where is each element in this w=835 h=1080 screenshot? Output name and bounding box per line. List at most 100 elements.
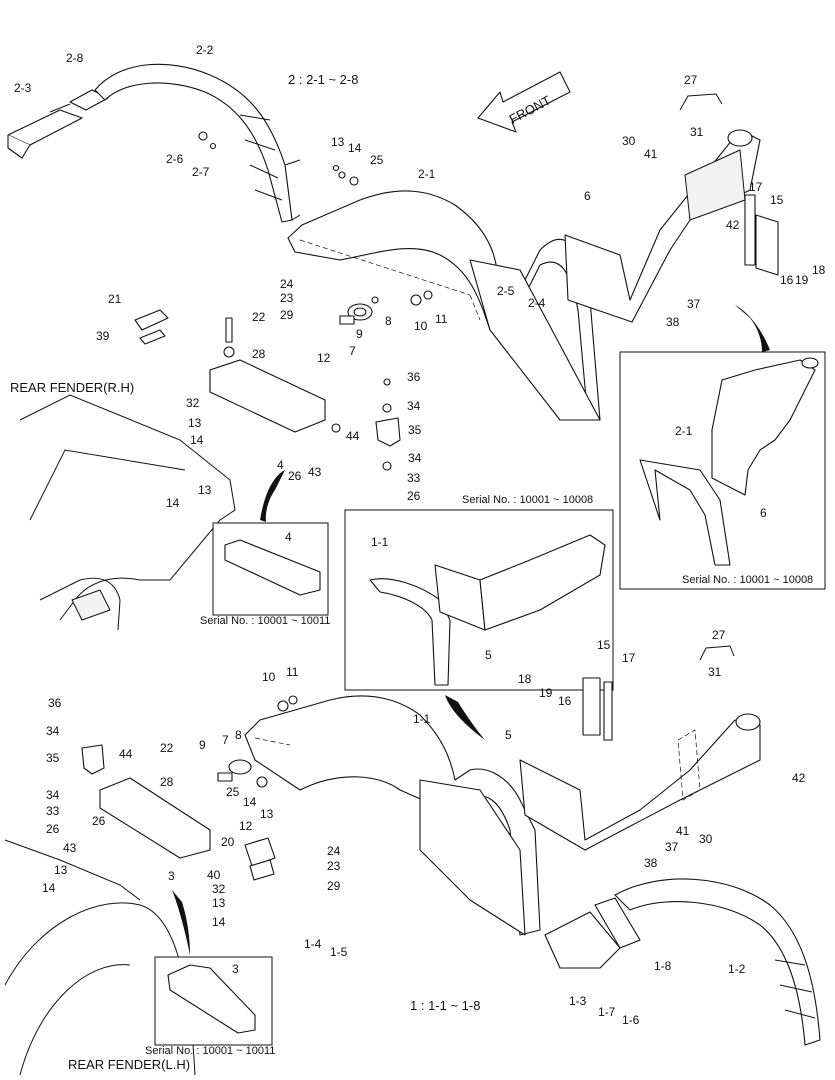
callout-label: 10	[414, 319, 428, 333]
callout-label: 13	[260, 807, 274, 821]
callout-label: 9	[356, 327, 363, 341]
serial-note-4: Serial No. : 10001 ~ 10011	[200, 615, 330, 627]
part-27-hook	[679, 93, 723, 111]
callout-label: 13	[212, 896, 226, 910]
callout-label: 19	[539, 686, 553, 700]
callout-label: 10	[262, 670, 276, 684]
part-3-bracket	[99, 777, 211, 859]
inset-4-drawing	[224, 539, 321, 596]
group-note-top: 2 : 2-1 ~ 2-8	[288, 72, 358, 87]
part-1-2-fender-extension	[614, 878, 821, 1046]
callout-label: 39	[96, 329, 110, 343]
callout-label: 2-7	[192, 165, 210, 179]
callout-label: 8	[235, 728, 242, 742]
callout-label: 9	[199, 738, 206, 752]
callout-label: 18	[812, 263, 826, 277]
callout-label: 30	[699, 832, 713, 846]
callout-label: 3	[168, 869, 175, 883]
callout-label: 33	[407, 471, 421, 485]
inset-1-1-5-drawing	[369, 534, 606, 686]
callout-label: 22	[160, 741, 174, 755]
callout-label: 1-7	[598, 1005, 616, 1019]
callout-label: 4	[285, 530, 292, 544]
part-2-2-fender-extension	[94, 63, 301, 223]
callout-label: 17	[622, 651, 636, 665]
callout-label: 2-8	[66, 51, 84, 65]
callout-label: 16	[558, 694, 572, 708]
callout-label: 29	[327, 879, 341, 893]
part-4-bracket	[209, 359, 326, 433]
group-note-bottom: 1 : 1-1 ~ 1-8	[410, 998, 480, 1013]
part-1-3-1-8-caps	[544, 897, 641, 969]
serial-note-3: Serial No. : 10001 ~ 10011	[145, 1045, 275, 1057]
callout-label: 15	[597, 638, 611, 652]
callout-label: 26	[407, 489, 421, 503]
callout-label: 5	[505, 728, 512, 742]
curved-arrow-4	[260, 470, 285, 522]
callout-label: 38	[644, 856, 658, 870]
callout-label: 31	[708, 665, 722, 679]
callout-label: 23	[280, 291, 294, 305]
part-2-8-strip	[69, 89, 109, 111]
callout-label: 42	[792, 771, 806, 785]
callout-label: 14	[212, 915, 226, 929]
callout-label: 32	[186, 396, 200, 410]
callout-label: 11	[286, 665, 299, 679]
callout-label: 2-1	[675, 424, 693, 438]
part-2-3-end-cap	[7, 103, 83, 159]
part-1-1-main-fender	[244, 695, 541, 936]
curved-arrow-5	[445, 695, 485, 740]
callout-label: 31	[690, 125, 704, 139]
callout-label: 6	[584, 189, 591, 203]
callout-label: 1-8	[654, 959, 672, 973]
rear-fender-rh-label: REAR FENDER(R.H)	[10, 380, 134, 395]
callout-label: 15	[770, 193, 784, 207]
callout-label: 25	[370, 153, 384, 167]
callout-label: 12	[239, 819, 253, 833]
callout-label: 8	[385, 314, 392, 328]
callout-label: 7	[349, 344, 356, 358]
callout-label: 26	[288, 469, 302, 483]
part-mid-hardware	[332, 164, 433, 325]
callout-label: 17	[749, 180, 763, 194]
callout-label: 36	[407, 370, 421, 384]
callout-label: 44	[119, 747, 133, 761]
callout-label: 41	[644, 147, 658, 161]
part-15-17-plates	[744, 194, 779, 276]
part-22-bolt	[223, 317, 235, 358]
callout-label: 26	[92, 814, 106, 828]
inset-2-1-6-drawing	[639, 357, 819, 566]
callout-label: 1-4	[304, 937, 322, 951]
callout-label: 1-2	[728, 962, 746, 976]
rear-fender-lh-label: REAR FENDER(L.H)	[68, 1057, 190, 1072]
callout-label: 7	[222, 733, 229, 747]
callout-label: 1-3	[569, 994, 587, 1008]
callout-label: 28	[252, 347, 266, 361]
callout-label: 34	[46, 724, 60, 738]
part-5-bracket	[519, 713, 761, 851]
callout-label: 21	[108, 292, 122, 306]
callout-label: 14	[243, 795, 257, 809]
callout-label: 2-1	[418, 167, 436, 181]
callout-label: 38	[666, 315, 680, 329]
callout-label: 35	[46, 751, 60, 765]
callout-label: 12	[317, 351, 331, 365]
serial-note-2-1: Serial No. : 10001 ~ 10008	[682, 574, 813, 586]
curved-arrow-3	[172, 890, 190, 955]
inset-3-drawing	[167, 964, 256, 1034]
callout-label: 14	[42, 881, 56, 895]
callout-label: 1-1	[413, 712, 431, 726]
callout-label: 23	[327, 859, 341, 873]
callout-label: 18	[518, 672, 532, 686]
callout-label: 27	[684, 73, 698, 87]
callout-label: 27	[712, 628, 726, 642]
callout-label: 34	[46, 788, 60, 802]
callout-label: 14	[348, 141, 362, 155]
callout-label: 4	[277, 458, 284, 472]
callout-label: 44	[346, 429, 360, 443]
callout-label: 3	[232, 962, 239, 976]
callout-label: 2-5	[497, 284, 515, 298]
